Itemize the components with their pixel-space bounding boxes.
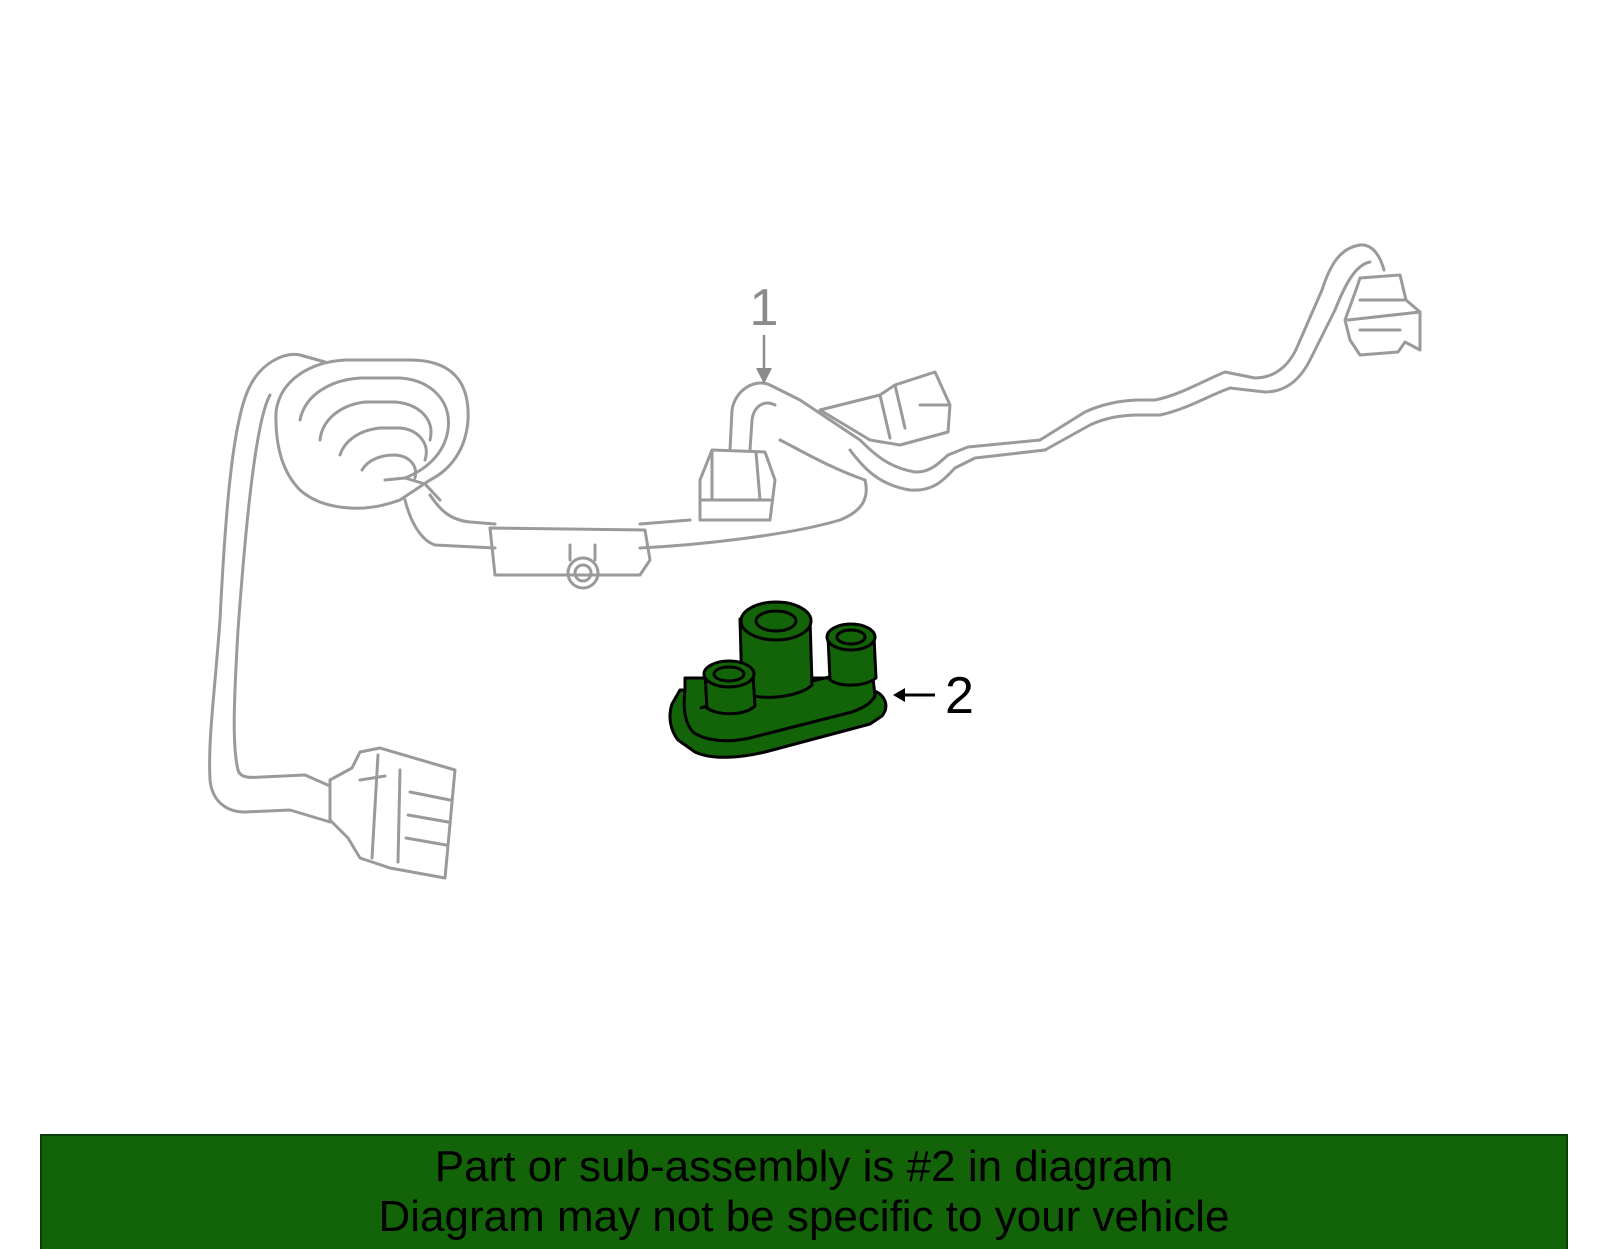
callout-1-arrowhead <box>756 368 772 384</box>
info-banner: Part or sub-assembly is #2 in diagram Di… <box>40 1134 1568 1249</box>
callout-2-label: 2 <box>945 667 974 725</box>
harness-main-band <box>403 478 868 550</box>
part-2-left-boss-hole <box>712 665 746 683</box>
callout-1-label: 1 <box>750 279 779 337</box>
harness-right-plug <box>1343 273 1422 357</box>
wiring-harness <box>208 243 1422 880</box>
harness-left-plug <box>328 746 457 880</box>
harness-upper-connector <box>818 370 1047 492</box>
part-2-center-boss-hole <box>754 609 798 633</box>
harness-right-cable <box>1038 243 1386 452</box>
callout-1: 1 <box>750 279 779 384</box>
harness-left-cable <box>208 352 332 824</box>
banner-line-1: Part or sub-assembly is #2 in diagram <box>434 1142 1174 1191</box>
callout-2-arrowhead <box>893 688 905 702</box>
harness-grommet <box>274 358 470 510</box>
banner-line-2: Diagram may not be specific to your vehi… <box>378 1192 1230 1241</box>
harness-clip <box>488 526 652 590</box>
highlighted-part-2 <box>668 600 888 759</box>
harness-center-connector <box>698 381 867 522</box>
part-2-right-boss-hole <box>835 628 867 646</box>
callout-2: 2 <box>893 667 974 725</box>
